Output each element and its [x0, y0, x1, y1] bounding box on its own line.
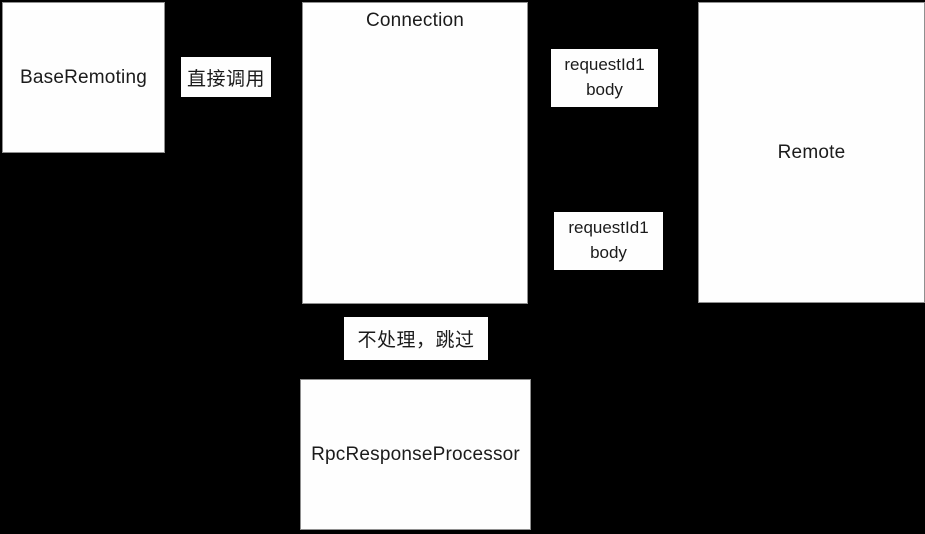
message-box-request-2-body: body [590, 243, 627, 262]
message-box-request-1-body: body [586, 80, 623, 99]
node-remote: Remote [698, 2, 925, 303]
node-base-remoting: BaseRemoting [2, 2, 165, 153]
node-rpc-response-processor-label: RpcResponseProcessor [311, 443, 520, 465]
node-connection-label: Connection [365, 10, 465, 31]
node-remote-label: Remote [777, 141, 846, 163]
message-box-request-2-id: requestId1 [568, 218, 649, 238]
edge-label-direct-call-text: 直接调用 [186, 68, 265, 90]
edge-label-skip: 不处理，跳过 [344, 317, 488, 360]
edge-label-skip-text: 不处理，跳过 [357, 330, 475, 351]
node-rpc-response-processor: RpcResponseProcessor [300, 379, 531, 530]
message-box-request-2: requestId1 body [554, 212, 663, 270]
message-box-request-1: requestId1 body [551, 49, 658, 107]
node-base-remoting-label: BaseRemoting [19, 66, 148, 88]
message-box-request-1-id: requestId1 [564, 55, 645, 75]
edge-label-direct-call: 直接调用 [181, 57, 271, 97]
node-connection: Connection [302, 2, 528, 304]
